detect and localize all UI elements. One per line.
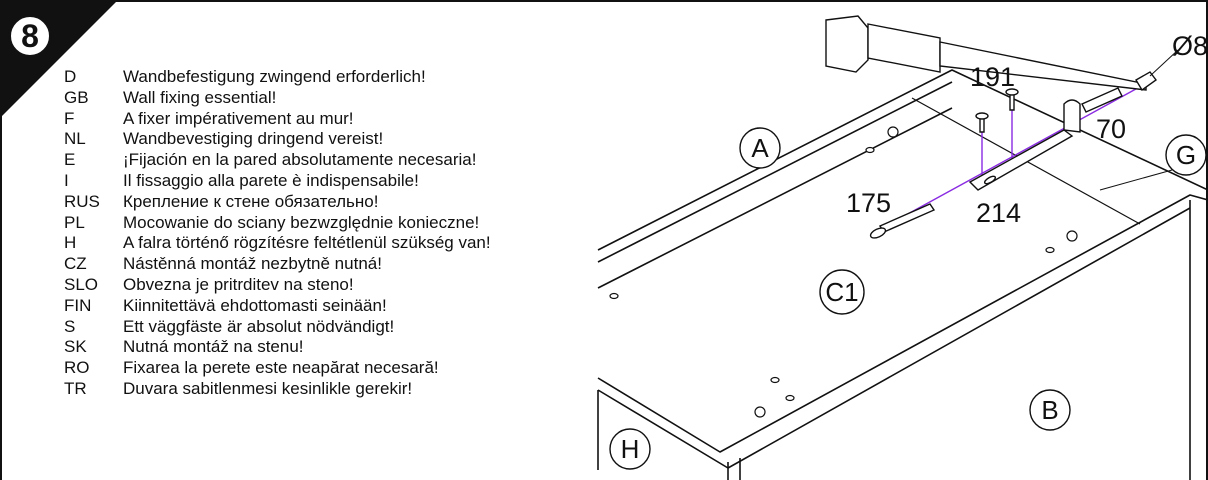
drill-leader	[1149, 49, 1179, 77]
panel-c1-outline	[597, 69, 1208, 251]
language-code: CZ	[64, 254, 87, 274]
label-b: B	[1041, 395, 1058, 425]
warning-item: RO Fixarea la perete este neapărat necesa…	[64, 358, 491, 379]
label-g: G	[1176, 140, 1196, 170]
warning-text: Wall fixing essential!	[123, 87, 277, 107]
language-code: D	[64, 67, 77, 86]
hole	[865, 146, 875, 154]
hole	[1045, 246, 1055, 254]
warning-item: SLO Obvezna je pritrditev na steno!	[64, 275, 491, 296]
warning-item: CZ Nástěnná montáž nezbytně nutná!	[64, 254, 491, 275]
drill-tip	[1135, 71, 1157, 92]
warning-item: D Wandbefestigung zwingend erforderlich!	[64, 67, 491, 88]
warning-item: NL Wandbevestiging dringend vereist!	[64, 129, 491, 150]
warning-item: TR Duvara sabitlenmesi kesinlikle gerekir…	[64, 379, 491, 400]
warning-text: Nutná montáž na stenu!	[123, 337, 304, 357]
language-code: H	[64, 233, 77, 253]
warning-text: Wandbevestiging dringend vereist!	[123, 129, 384, 149]
language-code: F	[64, 108, 75, 128]
warning-item: I Il fissaggio alla parete è indispensabi…	[64, 171, 491, 192]
cam-fitting	[887, 126, 899, 138]
g-leader	[1099, 169, 1173, 191]
part-label-191: 191	[970, 62, 1015, 92]
screw-175-head	[869, 227, 887, 239]
warning-text: Kiinnitettävä ehdottomasti seinään!	[123, 295, 387, 315]
language-code: TR	[64, 378, 87, 398]
warning-text: Obvezna je pritrditev na steno!	[123, 274, 354, 294]
warning-text: Ett väggfäste är absolut nödvändigt!	[123, 316, 395, 336]
panel-front-top	[597, 194, 1208, 453]
panel-front-bottom	[597, 207, 1191, 469]
step-number-badge: 8	[8, 14, 52, 58]
warning-text: ¡Fijación en la pared absolutamente nece…	[123, 150, 477, 170]
label-b-circle	[1029, 389, 1071, 431]
label-a-circle	[739, 127, 781, 169]
drill-body	[867, 23, 941, 73]
screw-191	[979, 117, 985, 133]
warning-text: A fixer impérativement au mur!	[123, 108, 354, 128]
warning-item: GB Wall fixing essential!	[64, 88, 491, 109]
hole	[770, 376, 780, 384]
cam-fitting	[1066, 230, 1078, 242]
language-code: I	[64, 170, 69, 190]
language-code: PL	[64, 212, 85, 232]
guide-line	[874, 83, 1146, 233]
label-g-circle	[1165, 134, 1207, 176]
label-c1-circle	[819, 269, 865, 315]
warning-item: PL Mocowanie do sciany bezwzględnie konie…	[64, 213, 491, 234]
language-code: SK	[64, 337, 87, 357]
language-code: RUS	[64, 191, 100, 211]
warning-item: FIN Kiinnitettävä ehdottomasti seinään!	[64, 296, 491, 317]
language-code: FIN	[64, 295, 92, 315]
bracket-214	[968, 129, 1074, 191]
drill-bit	[939, 41, 1147, 91]
warning-text: Wandbefestigung zwingend erforderlich!	[123, 67, 426, 86]
drill-chuck	[825, 15, 869, 73]
warning-item: RUS Крепление к стене обязательно!	[64, 192, 491, 213]
hole	[785, 394, 795, 402]
panel-a-edge	[597, 107, 953, 289]
language-code: NL	[64, 129, 86, 149]
warning-text: A falra történő rögzítésre feltétlenül s…	[123, 233, 491, 253]
label-a: A	[751, 133, 769, 163]
part-label-214: 214	[976, 198, 1021, 228]
hole	[609, 292, 619, 300]
part-label-70: 70	[1096, 114, 1126, 144]
language-code: GB	[64, 87, 89, 107]
bracket-214-upright	[1063, 99, 1081, 133]
label-h-circle	[609, 428, 651, 470]
language-code: RO	[64, 358, 90, 378]
label-h: H	[621, 434, 640, 464]
panel-c1-front-edge	[597, 81, 953, 263]
warning-text: Nástěnná montáž nezbytně nutná!	[123, 254, 382, 274]
warning-item: SK Nutná montáž na stenu!	[64, 337, 491, 358]
warning-item: E ¡Fijación en la pared absolutamente nec…	[64, 150, 491, 171]
cam-fitting	[754, 406, 766, 418]
wall-plug-70	[1081, 87, 1123, 113]
warning-item: F A fixer impérativement au mur!	[64, 109, 491, 130]
language-code: E	[64, 150, 76, 170]
label-c1: C1	[825, 277, 858, 307]
screw-191	[1009, 93, 1015, 111]
part-label-175: 175	[846, 188, 891, 218]
warning-item: S Ett väggfäste är absolut nödvändigt!	[64, 317, 491, 338]
warning-text: Duvara sabitlenmesi kesinlikle gerekir!	[123, 378, 413, 398]
language-warning-list: D Wandbefestigung zwingend erforderlich! G…	[64, 67, 491, 400]
warning-text: Mocowanie do sciany bezwzględnie koniecz…	[123, 212, 480, 232]
language-code: SLO	[64, 274, 99, 294]
warning-item: H A falra történő rögzítésre feltétlenül …	[64, 233, 491, 254]
warning-text: Il fissaggio alla parete è indispensabil…	[123, 170, 419, 190]
warning-text: Крепление к стене обязательно!	[123, 191, 379, 211]
part-label-drill: Ø8	[1172, 31, 1208, 61]
warning-text: Fixarea la perete este neapărat necesară…	[123, 358, 439, 378]
language-code: S	[64, 316, 76, 336]
